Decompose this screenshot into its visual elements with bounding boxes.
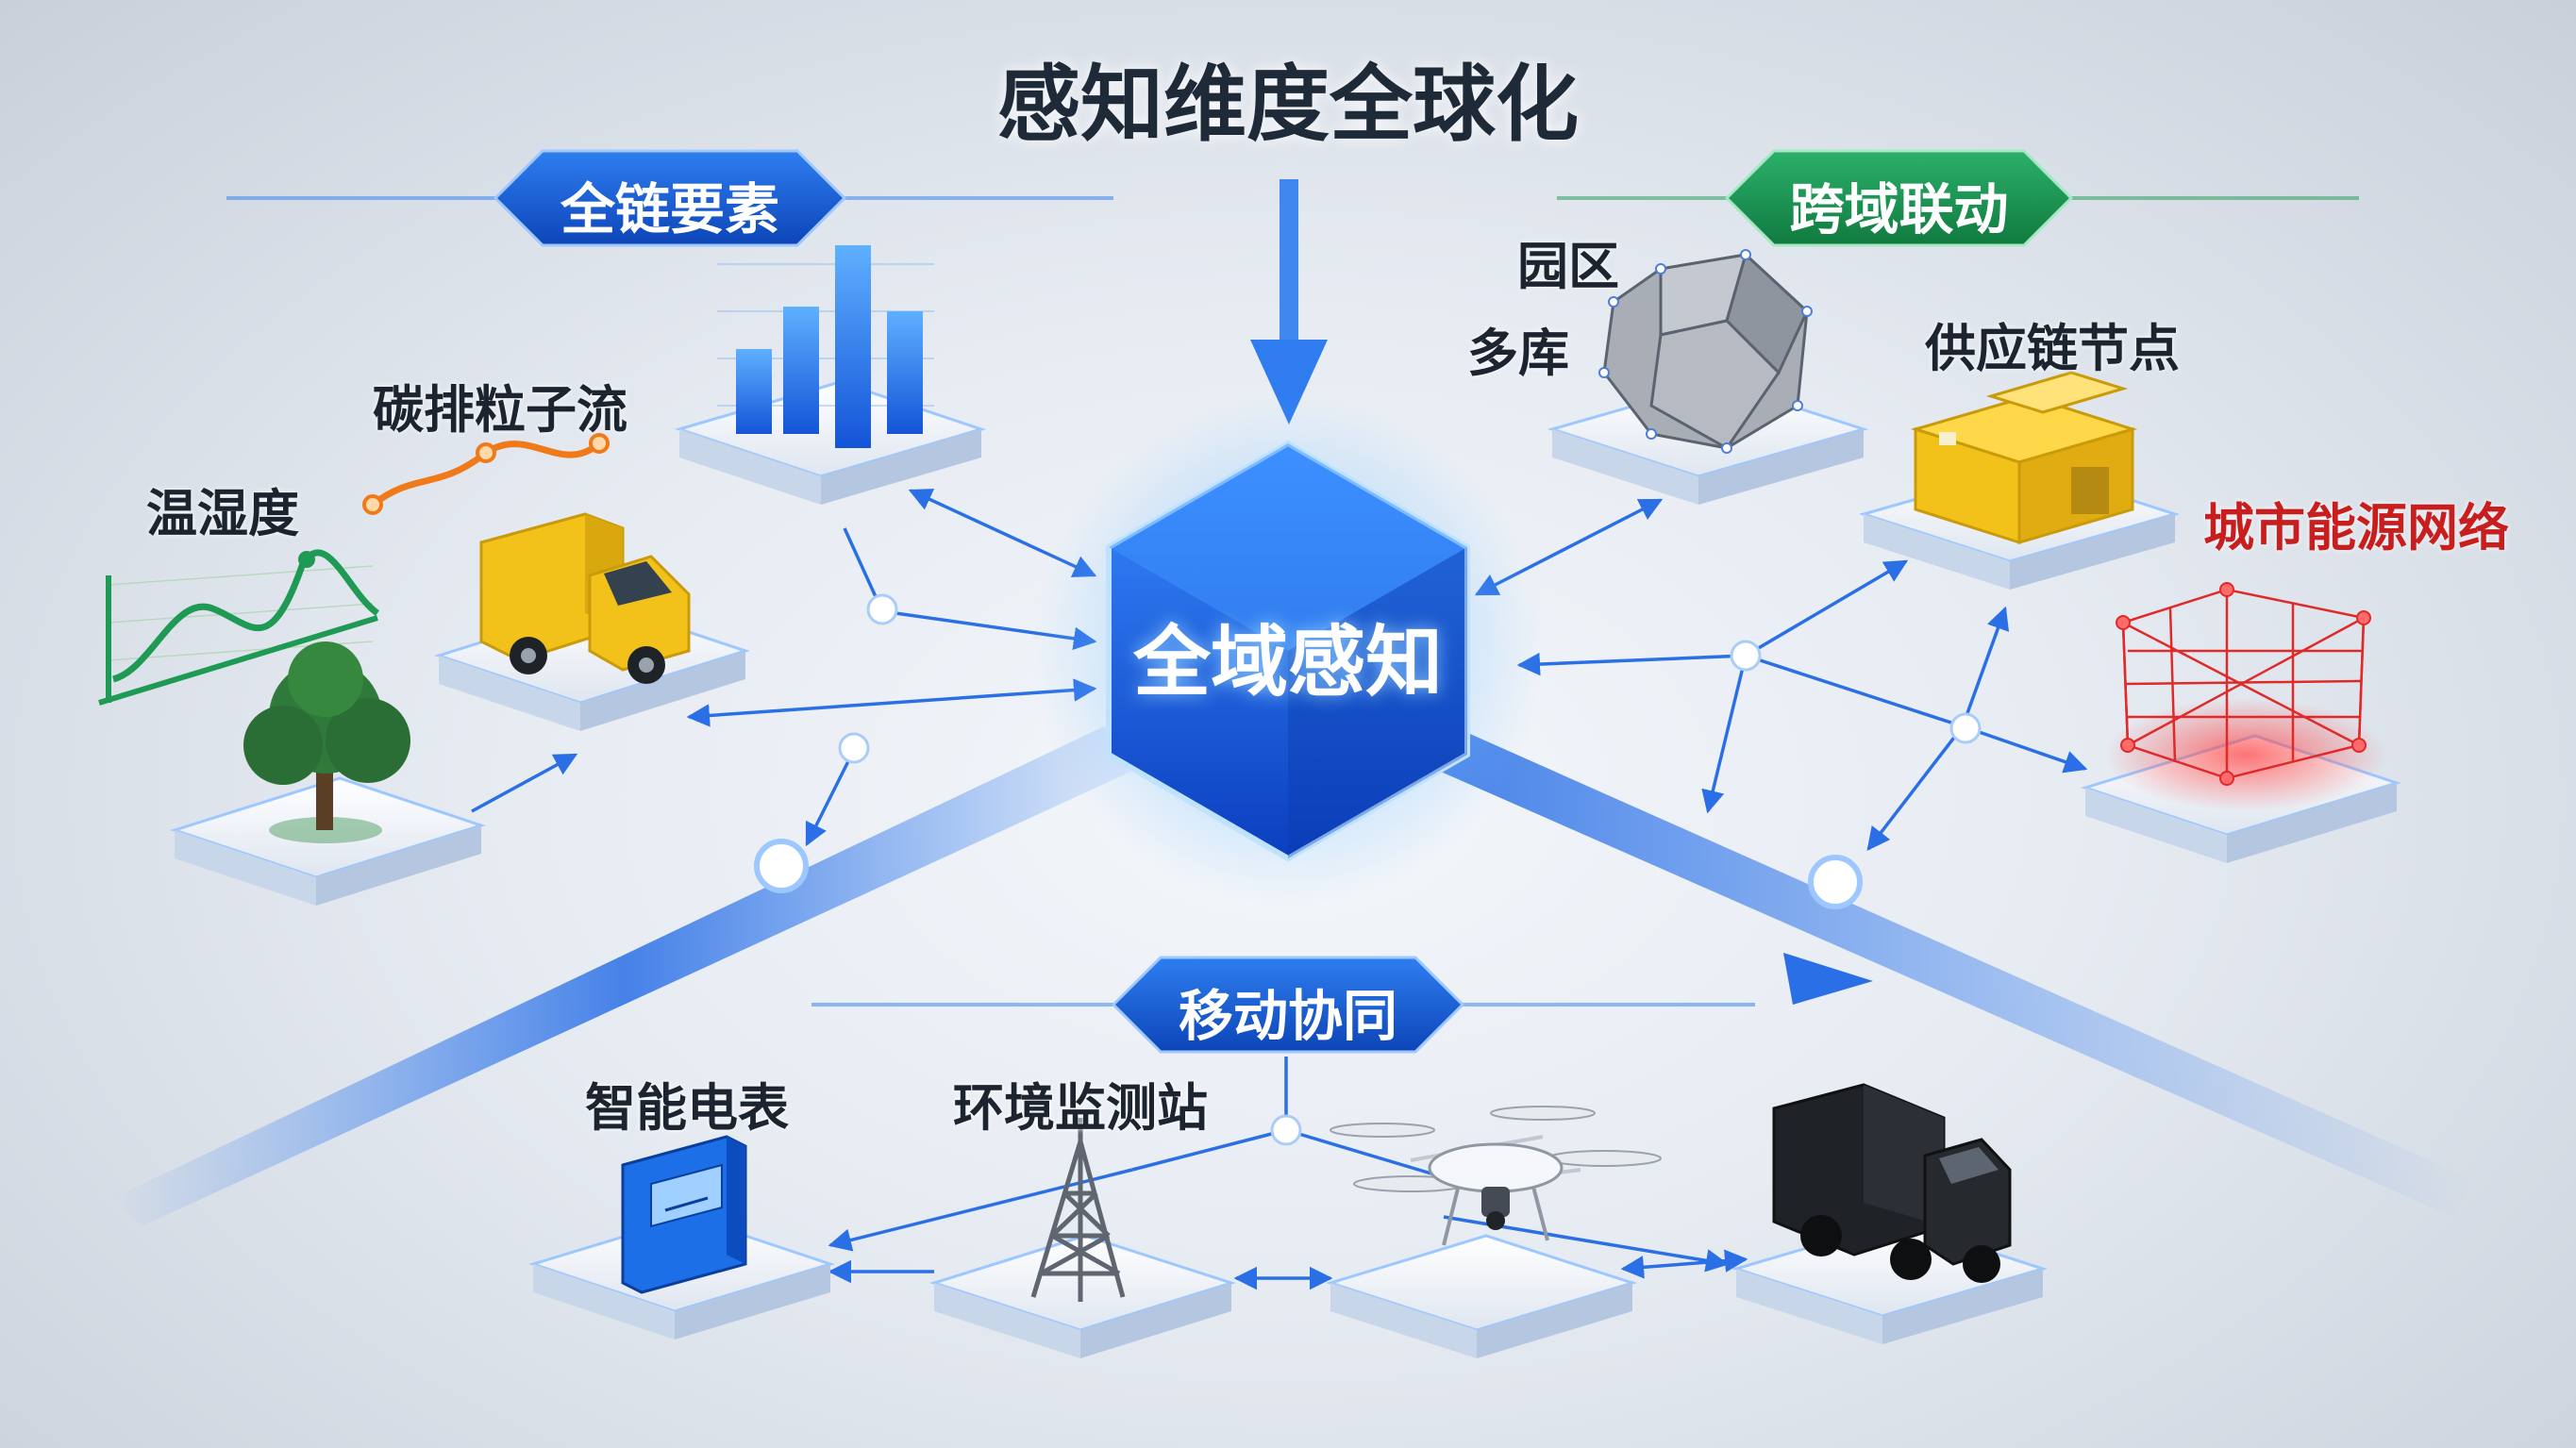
beam-right-arrow xyxy=(1783,953,1873,1005)
monitoring-station-label: 环境监测站 xyxy=(953,1066,1208,1140)
warehouse-icon xyxy=(1915,373,2133,542)
warehouse-label: 多库 xyxy=(1467,311,1569,386)
monitoring-tower-icon xyxy=(1033,1118,1123,1302)
supply-node-label: 供应链节点 xyxy=(1925,307,2180,381)
energy-network-icon xyxy=(2104,583,2387,811)
badge-right-label: 跨域联动 xyxy=(1774,165,2024,244)
drone-icon xyxy=(1330,1107,1661,1245)
park-label: 园区 xyxy=(1517,225,1619,299)
carbon-flow-icon xyxy=(364,435,608,513)
beam-node xyxy=(757,841,806,890)
smart-meter-icon xyxy=(623,1137,745,1292)
page-title: 感知维度全球化 xyxy=(0,38,2576,158)
beam-node xyxy=(1811,857,1860,907)
humidity-label: 温湿度 xyxy=(146,472,299,546)
core-label: 全域感知 xyxy=(1099,599,1477,711)
energy-network-label: 城市能源网络 xyxy=(2203,486,2509,560)
platform-drone xyxy=(1330,1236,1632,1358)
top-down-arrow-shaft xyxy=(1280,179,1298,358)
platform-bars xyxy=(679,382,981,505)
badge-bottom-label: 移动协同 xyxy=(1161,972,1415,1051)
badge-left-label: 全链要素 xyxy=(543,165,797,244)
carbon-flow-label: 碳排粒子流 xyxy=(373,368,627,442)
smart-meter-label: 智能电表 xyxy=(585,1066,789,1140)
